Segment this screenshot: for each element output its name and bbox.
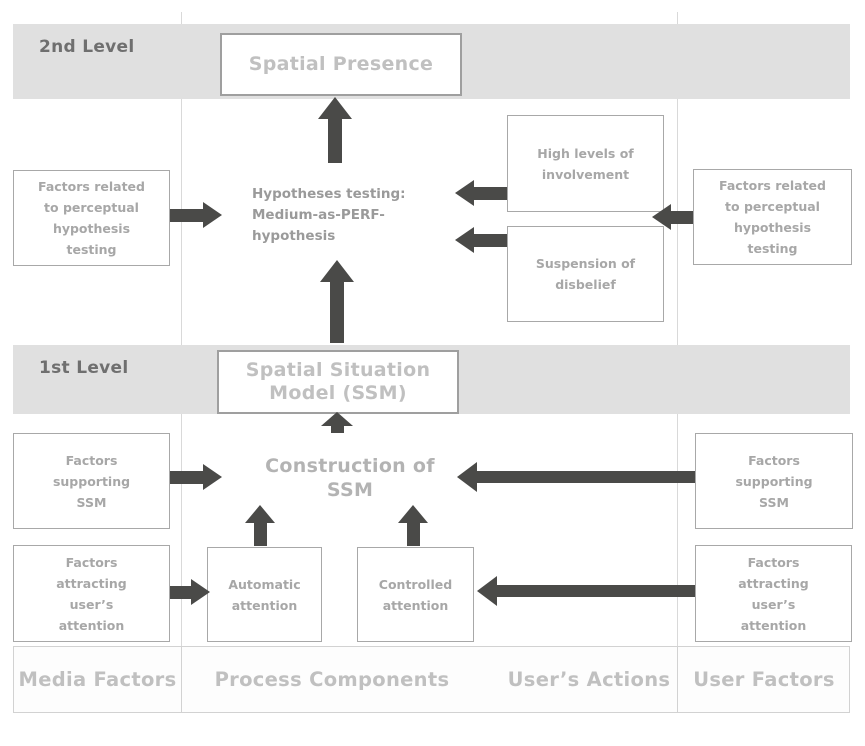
arrow-shaft: [477, 471, 695, 483]
arrow-head-icon: [457, 462, 477, 492]
arrow-head-icon: [398, 505, 428, 523]
box-factors-attracting-right: Factors attracting user’s attention: [695, 545, 852, 642]
arrow-left-from-suspension-disbelief: [455, 227, 507, 253]
footer-user-factors: User Factors: [693, 668, 835, 691]
arrow-head-icon: [455, 180, 474, 206]
footer-media-factors: Media Factors: [18, 668, 177, 691]
box-factors-supporting-left: Factors supporting SSM: [13, 433, 170, 529]
footer-users-actions: User’s Actions: [507, 668, 671, 691]
arrow-shaft: [474, 186, 507, 200]
arrow-shaft: [170, 208, 203, 222]
arrow-shaft: [328, 119, 342, 163]
second-level-label: 2nd Level: [39, 37, 135, 57]
arrow-head-icon: [245, 505, 275, 523]
label-construction-ssm: Construction of SSM: [265, 455, 435, 501]
footer-band: Media Factors Process Components User’s …: [13, 646, 850, 713]
arrow-shaft: [671, 210, 693, 224]
box-suspension-disbelief: Suspension of disbelief: [507, 226, 664, 322]
arrow-right-from-factors-perceptual-left: [170, 202, 222, 228]
box-high-involvement: High levels of involvement: [507, 115, 664, 212]
arrow-head-icon: [203, 202, 222, 228]
arrow-up-from-controlled-attention: [398, 505, 428, 546]
footer-process-components: Process Components: [214, 668, 450, 691]
arrow-right-from-factors-attracting-left: [170, 579, 210, 605]
first-level-label: 1st Level: [39, 358, 129, 378]
box-spatial-situation-model: Spatial Situation Model (SSM): [217, 350, 459, 414]
box-spatial-presence: Spatial Presence: [220, 33, 462, 96]
arrow-shaft: [406, 523, 420, 546]
label-hypotheses-testing: Hypotheses testing: Medium-as-PERF- hypo…: [252, 186, 406, 244]
arrow-up-to-spatial-presence: [318, 97, 352, 163]
arrow-head-icon: [455, 227, 474, 253]
arrow-up-from-automatic-attention: [245, 505, 275, 546]
arrow-up-to-hypotheses: [320, 260, 354, 343]
arrow-head-icon: [321, 412, 353, 426]
arrow-head-icon: [320, 260, 354, 282]
arrow-left-from-factors-perceptual-right: [652, 204, 693, 230]
box-factors-perceptual-right: Factors related to perceptual hypothesis…: [693, 169, 852, 265]
footer-divider-line: [677, 647, 678, 712]
arrow-head-icon: [203, 464, 222, 490]
arrow-left-from-high-involvement: [455, 180, 507, 206]
arrow-shaft: [330, 426, 344, 433]
arrow-head-icon: [652, 204, 671, 230]
footer-divider-line: [181, 647, 182, 712]
box-factors-perceptual-left: Factors related to perceptual hypothesis…: [13, 170, 170, 266]
box-controlled-attention: Controlled attention: [357, 547, 474, 642]
arrow-head-icon: [477, 576, 497, 606]
arrow-head-icon: [191, 579, 210, 605]
arrow-shaft: [253, 523, 267, 546]
box-factors-attracting-left: Factors attracting user’s attention: [13, 545, 170, 642]
arrow-long-left-from-factors-supporting-right: [457, 462, 695, 492]
arrow-shaft: [170, 585, 191, 599]
arrow-shaft: [170, 470, 203, 484]
arrow-up-to-ssm: [321, 412, 353, 433]
arrow-shaft: [497, 585, 695, 597]
arrow-head-icon: [318, 97, 352, 119]
arrow-shaft: [330, 282, 344, 343]
box-factors-supporting-right: Factors supporting SSM: [695, 433, 853, 529]
arrow-long-left-from-factors-attracting-right: [477, 576, 695, 606]
arrow-shaft: [474, 233, 507, 247]
arrow-right-from-factors-supporting-left: [170, 464, 222, 490]
box-automatic-attention: Automatic attention: [207, 547, 322, 642]
